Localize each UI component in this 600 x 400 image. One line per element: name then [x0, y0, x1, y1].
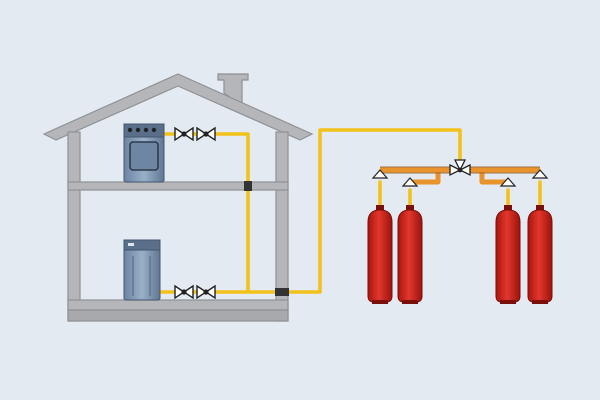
- left-wall: [67, 131, 81, 322]
- three-way-valve-icon: [449, 159, 471, 177]
- pressure-regulator-icon: [499, 177, 517, 187]
- gas-cylinders: [367, 205, 553, 304]
- manifold-right-branch: [479, 170, 508, 185]
- ground-floor: [67, 299, 289, 311]
- wall-sleeve: [275, 288, 289, 296]
- regulators: [371, 169, 549, 187]
- pressure-regulator-icon: [371, 169, 389, 179]
- gas-cylinder-icon: [495, 205, 521, 304]
- chimney: [217, 73, 249, 108]
- manifold: [380, 167, 540, 185]
- lower-supply-pipe: [158, 128, 462, 294]
- foundation: [67, 309, 289, 322]
- middle-floor: [67, 181, 289, 191]
- gas-cylinder-icon: [397, 205, 423, 304]
- manifold-left-branch: [410, 170, 441, 185]
- manifold-outline: [380, 166, 540, 174]
- floor-sleeve: [244, 181, 252, 191]
- house: [42, 73, 314, 322]
- pressure-regulator-icon: [531, 169, 549, 179]
- pressure-regulator-icon: [401, 177, 419, 187]
- gas-boiler-icon: [123, 239, 161, 301]
- gas-cylinder-icon: [527, 205, 553, 304]
- gas-cylinder-icon: [367, 205, 393, 304]
- gas-stove-icon: [123, 123, 165, 183]
